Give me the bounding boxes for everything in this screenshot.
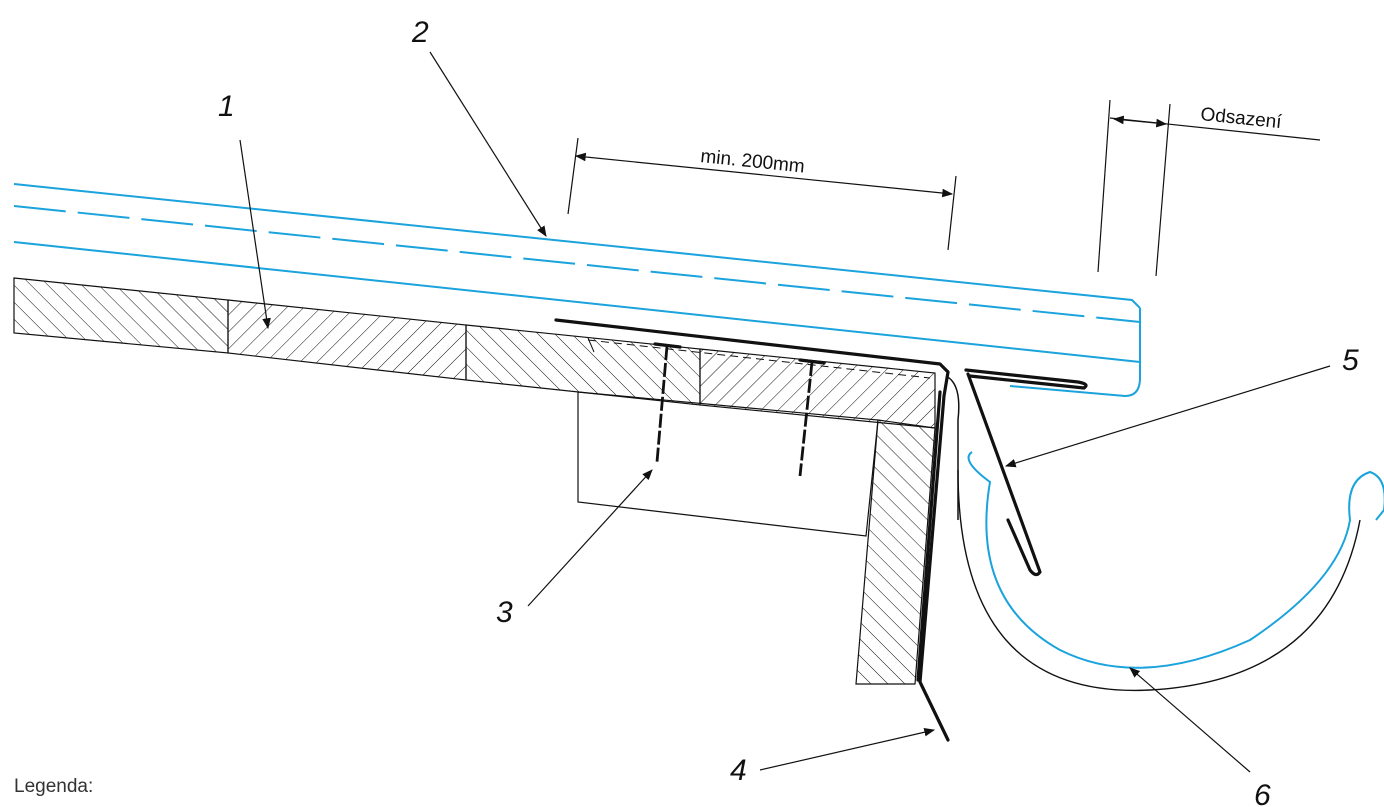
offset-ext-left: [1097, 99, 1111, 273]
part-number-5: 5: [1342, 344, 1359, 377]
hanger-leg: [966, 372, 1042, 577]
fascia-board: [855, 419, 936, 685]
flashing-top: [554, 318, 950, 742]
deck-board-1: [13, 277, 229, 354]
dimension-offset: Odsazení: [1097, 99, 1321, 277]
part-number-6: 6: [1254, 779, 1271, 807]
flashing-outer-hook: [945, 375, 960, 520]
nails: [653, 342, 826, 477]
part-number-1: 1: [218, 90, 235, 123]
leader-6: [1129, 667, 1251, 773]
leader-5: [1004, 365, 1331, 468]
leader-4: [759, 727, 936, 771]
dim-ext-left: [567, 137, 579, 215]
hanger-top: [964, 368, 1088, 390]
membrane-nose: [1009, 308, 1141, 398]
nail-2-head: [798, 358, 826, 365]
dimension-overlap: min. 200mm: [567, 137, 957, 251]
legend-title: Legenda:: [14, 776, 94, 797]
leaders: [239, 51, 1331, 773]
nail-2-shank: [798, 361, 814, 477]
offset-ext-right: [1155, 103, 1171, 277]
leader-2: [429, 51, 547, 237]
part-number-4: 4: [730, 754, 747, 787]
gutter-inner-blue: [967, 451, 1384, 669]
part-numbers: 1 2 3 4 5 6: [218, 16, 1359, 807]
nail-1-head: [653, 342, 682, 349]
part-number-3: 3: [496, 596, 513, 629]
nail-1-shank: [655, 345, 669, 463]
membrane-dashed-center: [13, 205, 1141, 323]
gutter: [957, 451, 1384, 692]
dim-label-overlap: min. 200mm: [699, 146, 805, 177]
deck-board-joint: [587, 337, 595, 353]
part-number-2: 2: [411, 16, 429, 49]
roof-deck: [13, 277, 936, 685]
leader-1: [239, 139, 271, 330]
dim-ext-right: [947, 175, 957, 251]
drip-flashing: [554, 318, 960, 742]
membrane-lower-edge: [13, 241, 1141, 363]
gutter-outer: [957, 469, 1361, 692]
offset-arrows: [1112, 115, 1168, 128]
deck-dashed-line: [587, 339, 931, 379]
membrane-top-edge: [13, 183, 1141, 309]
dim-line-overlap: [574, 152, 954, 198]
rafter: [577, 391, 879, 537]
gutter-hanger: [964, 368, 1088, 577]
leader-3: [527, 469, 653, 607]
roof-membrane: [13, 183, 1141, 398]
flashing-hem: [916, 390, 942, 682]
deck-board-2: [227, 299, 467, 381]
